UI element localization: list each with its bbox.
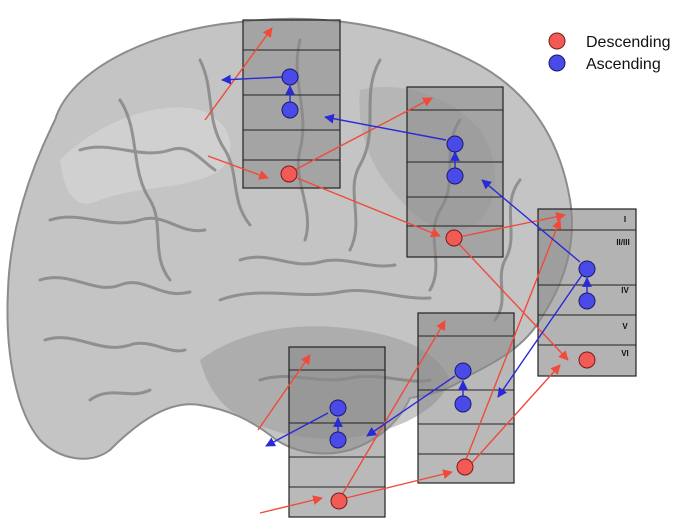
- ascending-neuron: [578, 260, 596, 278]
- layer-label-V: V: [622, 322, 628, 331]
- descending-neuron: [445, 229, 463, 247]
- layer-label-II-III: II/III: [616, 238, 629, 247]
- descending-arrow: [204, 27, 273, 121]
- ascending-neuron: [578, 292, 596, 310]
- ascending-arrows: [221, 74, 592, 447]
- ascending-arrow: [481, 179, 581, 263]
- layer-label-IV: IV: [621, 286, 629, 295]
- descending-arrow: [288, 97, 433, 174]
- ascending-neuron: [446, 135, 464, 153]
- descending-arrow: [338, 320, 446, 501]
- legend-ascending-label: Ascending: [586, 56, 661, 73]
- descending-arrows: [204, 27, 569, 514]
- ascending-neurons: [281, 68, 596, 449]
- brain-shading-1: [60, 107, 231, 204]
- descending-neuron: [330, 492, 348, 510]
- descending-arrow: [259, 495, 323, 514]
- descending-arrow: [207, 155, 269, 180]
- layer-label-VI: VI: [621, 349, 629, 358]
- legend-descending-swatch: [548, 32, 566, 50]
- ascending-neuron: [329, 399, 347, 417]
- descending-arrow: [464, 219, 562, 463]
- ascending-arrow: [497, 274, 583, 398]
- descending-arrow: [453, 211, 566, 239]
- ascending-neuron: [454, 362, 472, 380]
- ascending-neuron: [446, 167, 464, 185]
- ascending-arrow: [221, 74, 283, 85]
- ascending-neuron: [281, 68, 299, 86]
- legend: Descending Ascending: [548, 32, 671, 73]
- descending-arrow: [257, 354, 311, 431]
- ascending-neuron: [329, 431, 347, 449]
- descending-arrow: [469, 364, 561, 466]
- layer-label-I: I: [624, 215, 626, 224]
- descending-arrow: [296, 177, 441, 238]
- ascending-neuron: [454, 395, 472, 413]
- ascending-arrow: [265, 412, 329, 447]
- ascending-arrow: [366, 375, 456, 437]
- descending-neurons: [280, 165, 596, 510]
- ascending-arrow: [324, 113, 447, 141]
- descending-neuron: [456, 458, 474, 476]
- descending-arrow: [345, 469, 453, 499]
- descending-neuron: [578, 351, 596, 369]
- ascending-neuron: [281, 101, 299, 119]
- legend-ascending-swatch: [548, 54, 566, 72]
- descending-neuron: [280, 165, 298, 183]
- legend-descending-label: Descending: [586, 34, 671, 51]
- descending-arrow: [458, 243, 569, 361]
